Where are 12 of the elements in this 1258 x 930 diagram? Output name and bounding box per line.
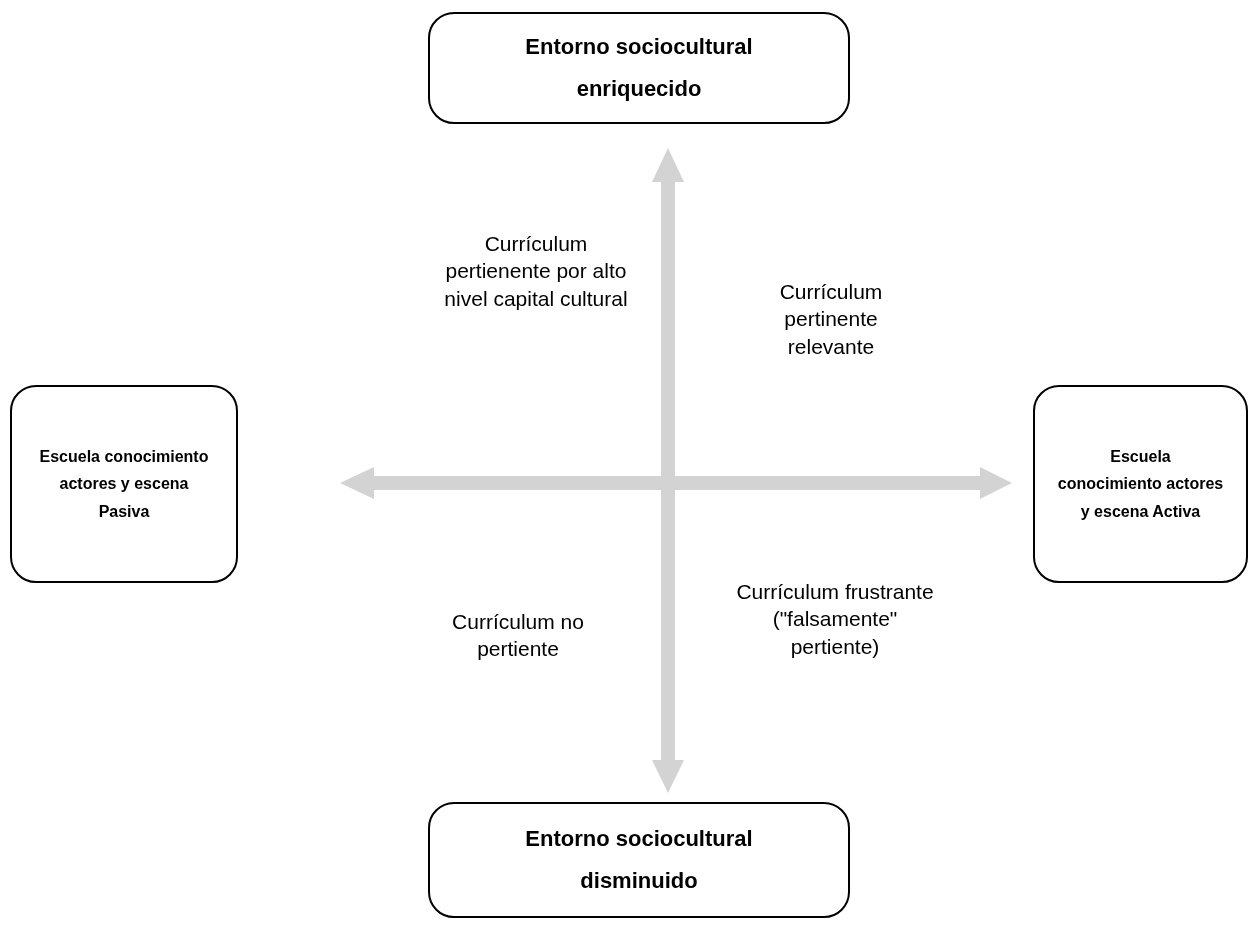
- rounded-box: [428, 12, 850, 124]
- box-label: Escuela conocimiento actores y escena Pasiva: [38, 447, 210, 522]
- quadrant-label: Currículum pertienente por alto nivel capital cultural: [443, 231, 629, 312]
- rounded-box: [1033, 385, 1248, 583]
- quadrant-label: Currículum frustrante ("falsamente" pertiente): [735, 579, 935, 660]
- box-label: Escuela conocimiento actores y escena Activa: [1057, 447, 1224, 522]
- quadrant-label: Currículum pertinente relevante: [778, 279, 884, 360]
- rounded-box: [10, 385, 238, 583]
- box-label: Entorno sociocultural enriquecido: [524, 33, 754, 103]
- rounded-box: [428, 802, 850, 918]
- box-label: Entorno sociocultural disminuido: [524, 825, 754, 895]
- quadrant-label: Currículum no pertiente: [451, 609, 585, 663]
